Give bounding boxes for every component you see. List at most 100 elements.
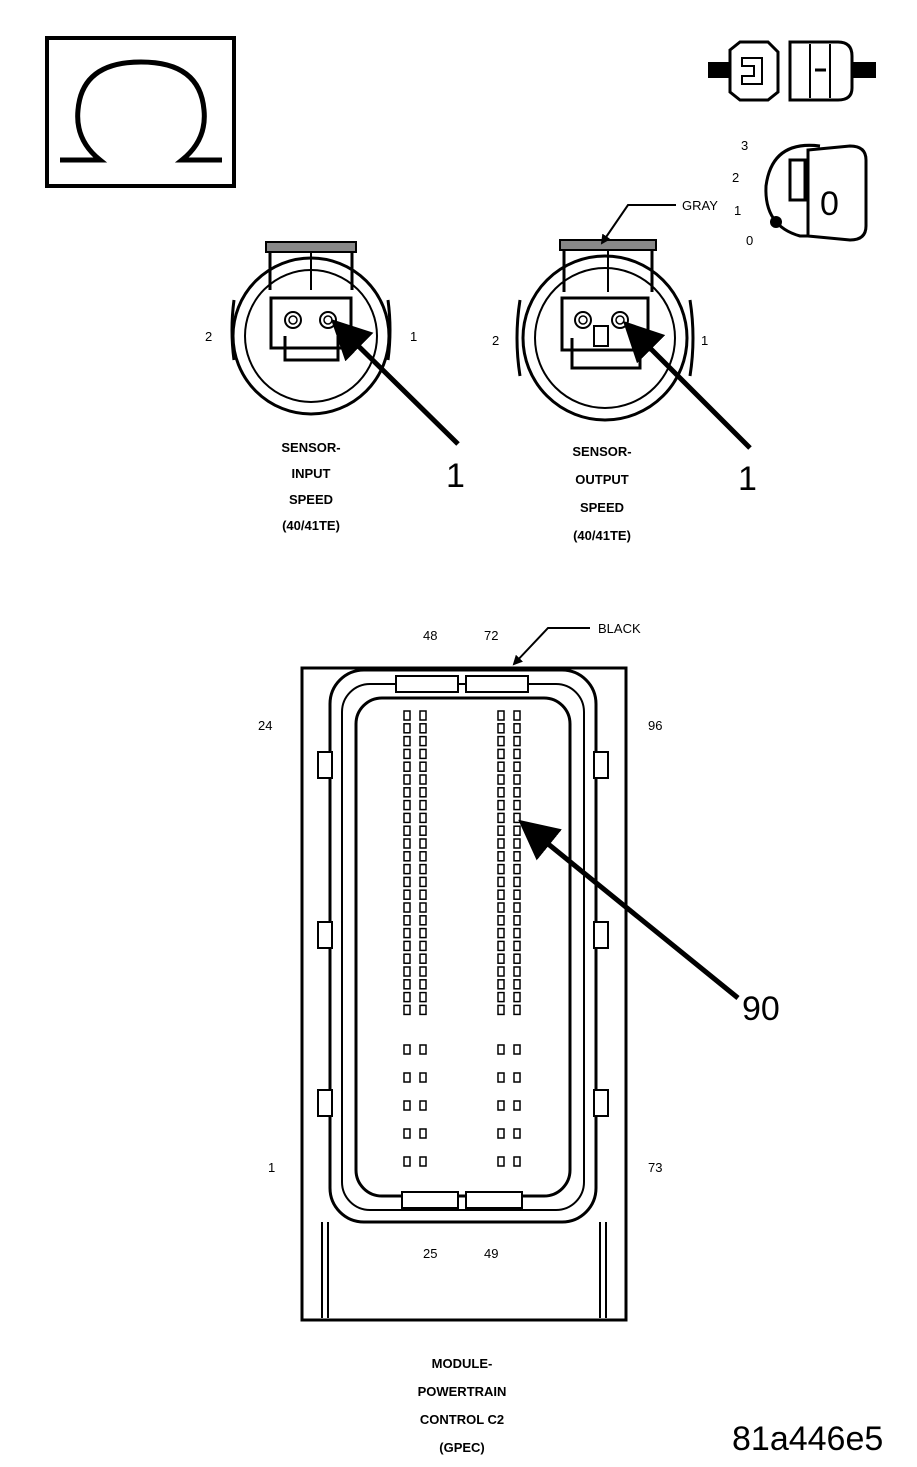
pcm-pin-73: 73: [648, 1160, 662, 1175]
pin-cavity: [497, 863, 505, 875]
output-sensor-caption-line-4: (40/41TE): [573, 528, 631, 543]
ohm-icon: [45, 36, 236, 188]
pin-cavity: [403, 799, 411, 811]
pin-cavity: [513, 889, 521, 900]
pin-cavity: [403, 927, 411, 939]
pin-cavity: [403, 1004, 411, 1016]
ignition-position-1: 1: [734, 203, 741, 218]
pin-cavity: [497, 748, 505, 760]
output-sensor-arrow: [622, 320, 752, 450]
pin-cavity: [497, 812, 505, 824]
pcm-pin-field: [403, 710, 521, 1167]
pin-cavity: [513, 787, 521, 798]
pin-cavity: [497, 876, 505, 888]
ignition-key-icon: 3 2 1 0 0: [732, 138, 868, 248]
output-sensor-pin-2: 2: [492, 333, 499, 348]
pin-cavity: [497, 825, 505, 836]
pin-cavity: [513, 902, 521, 913]
pin-cavity: [403, 838, 411, 849]
pin-cavity: [403, 991, 411, 1003]
pin-cavity: [419, 787, 427, 798]
pin-cavity: [497, 1100, 505, 1111]
pin-cavity: [403, 710, 411, 721]
gray-label-leader: [600, 204, 676, 245]
pcm-c2-connector: 48 72 24 96 1 73 25 49 BLACK 90 MODULE- …: [258, 621, 780, 1455]
pin-cavity: [497, 761, 505, 772]
pin-cavity: [513, 748, 521, 760]
pin-cavity: [403, 723, 411, 734]
pin-cavity: [419, 991, 427, 1003]
pin-cavity: [497, 1004, 505, 1016]
pin-cavity: [403, 1100, 411, 1111]
pin-cavity: [403, 889, 411, 900]
input-sensor-caption-line-2: INPUT: [292, 466, 331, 481]
pin-cavity: [419, 902, 427, 913]
pcm-pin-96: 96: [648, 718, 662, 733]
pcm-color-label: BLACK: [598, 621, 641, 636]
pin-cavity: [497, 979, 505, 990]
pin-cavity: [497, 774, 505, 785]
pin-cavity: [419, 761, 427, 772]
pin-cavity: [403, 735, 411, 747]
pin-cavity: [403, 774, 411, 785]
input-sensor-caption-line-3: SPEED: [289, 492, 333, 507]
pin-cavity: [403, 915, 411, 926]
pin-cavity: [419, 1156, 427, 1167]
pin-cavity: [419, 979, 427, 990]
pin-cavity: [497, 851, 505, 862]
pin-cavity: [403, 1072, 411, 1083]
pin-cavity: [419, 723, 427, 734]
output-sensor-color-label: GRAY: [682, 198, 718, 213]
pin-cavity: [497, 723, 505, 734]
pin-cavity: [419, 799, 427, 811]
pin-cavity: [497, 889, 505, 900]
pcm-pin-1: 1: [268, 1160, 275, 1175]
pin-cavity: [403, 1156, 411, 1167]
pin-cavity: [497, 1044, 505, 1055]
pin-cavity: [513, 761, 521, 772]
input-sensor-pin-2: 2: [205, 329, 212, 344]
pin-cavity: [497, 799, 505, 811]
pin-cavity: [419, 915, 427, 926]
pin-cavity: [513, 1072, 521, 1083]
connector-icon: [708, 40, 876, 102]
pin-cavity: [513, 1156, 521, 1167]
pin-cavity: [419, 927, 427, 939]
pin-cavity: [419, 889, 427, 900]
input-sensor-connector: 2 1 1 SENSOR- INPUT SPEED (40/41TE): [205, 241, 465, 533]
pin-cavity: [513, 927, 521, 939]
pin-cavity: [403, 851, 411, 862]
pin-cavity: [419, 812, 427, 824]
pin-cavity: [513, 1004, 521, 1016]
pin-cavity: [513, 1100, 521, 1111]
pin-cavity: [513, 1128, 521, 1139]
pin-cavity: [497, 940, 505, 952]
input-sensor-caption-line-1: SENSOR-: [281, 440, 340, 455]
pin-cavity: [513, 851, 521, 862]
pin-cavity: [513, 915, 521, 926]
pin-cavity: [513, 863, 521, 875]
pin-cavity: [419, 774, 427, 785]
pcm-pin-24: 24: [258, 718, 272, 733]
input-sensor-caption-line-4: (40/41TE): [282, 518, 340, 533]
output-sensor-connector: 2 1 GRAY 1 SENSOR- OUTPUT SPEED (40/41TE…: [492, 198, 757, 543]
pin-cavity: [513, 1044, 521, 1055]
pin-cavity: [419, 825, 427, 836]
pin-cavity: [497, 710, 505, 721]
ignition-position-0: 0: [746, 233, 753, 248]
pin-cavity: [403, 812, 411, 824]
pin-cavity: [419, 966, 427, 977]
pin-cavity: [497, 1072, 505, 1083]
pin-cavity: [513, 799, 521, 811]
pin-cavity: [403, 825, 411, 836]
ignition-position-3: 3: [741, 138, 748, 153]
figure-id: 81a446e5: [732, 1420, 883, 1458]
output-sensor-pin-1: 1: [701, 333, 708, 348]
pin-cavity: [513, 940, 521, 952]
pin-cavity: [497, 953, 505, 964]
pin-cavity: [513, 876, 521, 888]
pin-cavity: [419, 1004, 427, 1016]
pin-cavity: [513, 825, 521, 836]
pin-cavity: [419, 1128, 427, 1139]
